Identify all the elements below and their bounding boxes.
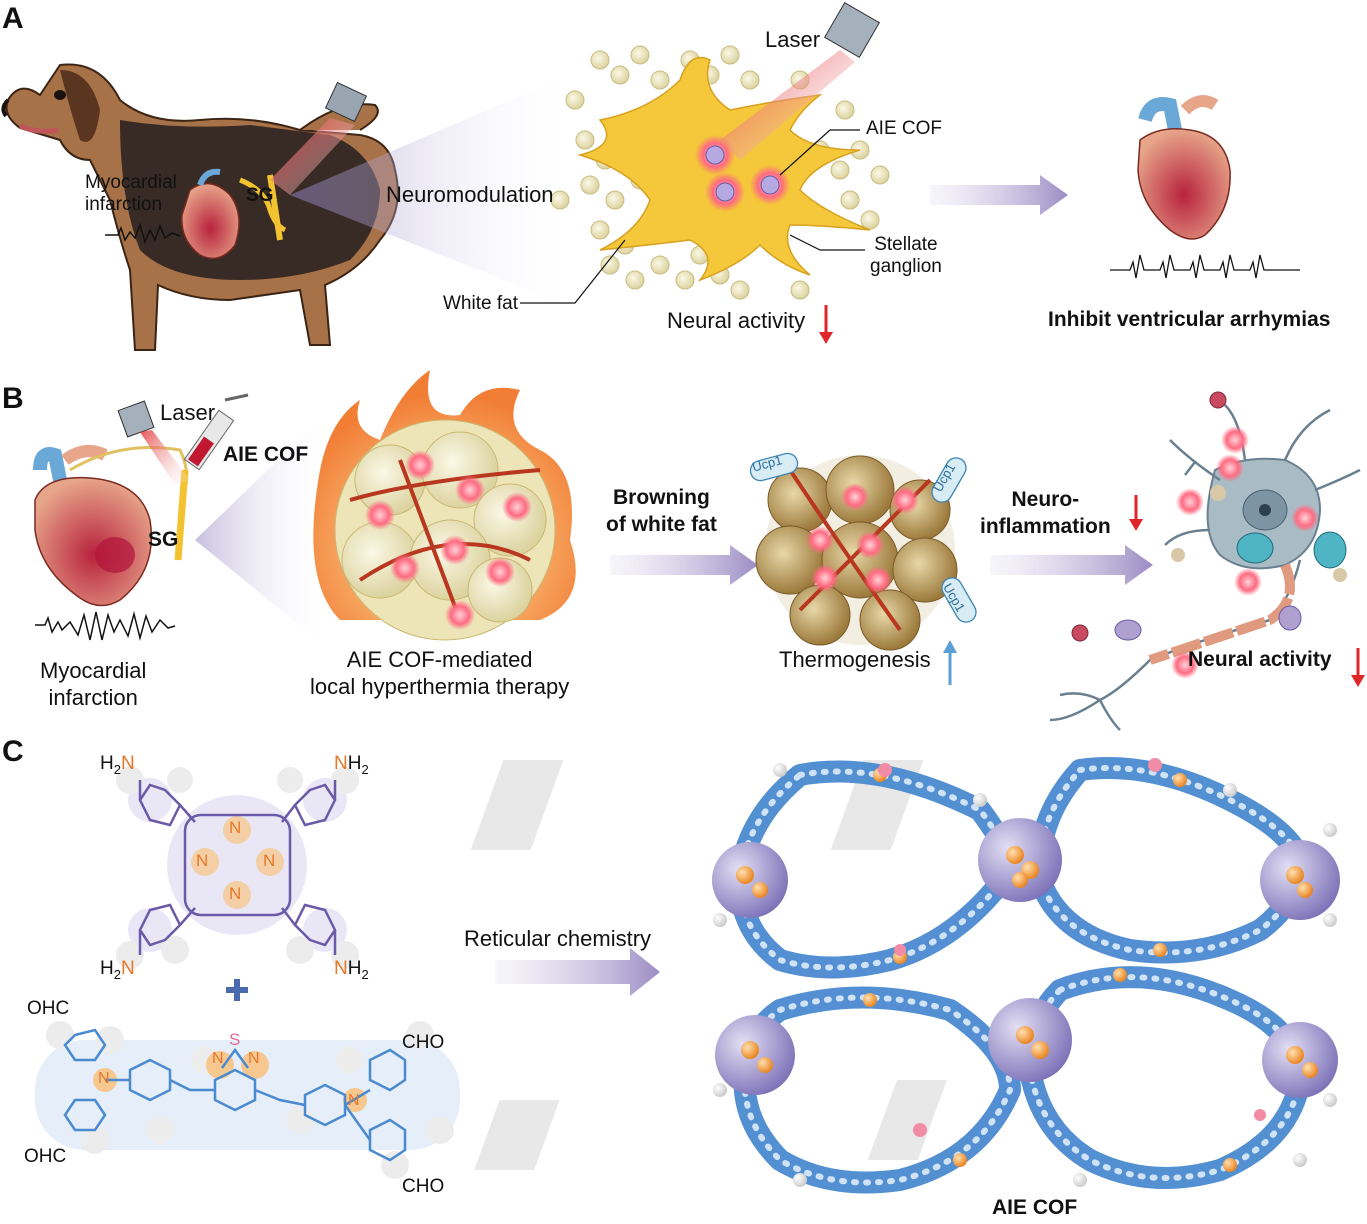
hyperthermia-cluster [313, 370, 576, 641]
label-porphyrin-n-left: N [196, 851, 209, 870]
label-tpa-n-left: N [98, 1070, 110, 1087]
normal-ecg [1110, 254, 1300, 279]
label-myocardial-infarction-b: Myocardial infarction [40, 658, 147, 710]
leader-lines-a [520, 129, 865, 304]
ganglion-b [174, 469, 189, 561]
label-aie-cof-b: AIE COF [223, 443, 309, 466]
label-btd-n-right: N [248, 1050, 260, 1067]
label-neuromodulation: Neuromodulation [386, 182, 554, 207]
porphyrin-monomer [116, 766, 359, 969]
aie-cof-framework [470, 757, 1340, 1194]
label-nh2-bottom-right: NH2 [334, 958, 369, 982]
brown-fat-cluster [749, 452, 977, 651]
label-neuroinflammation: Neuro- inflammation [980, 488, 1111, 538]
syringe [183, 393, 249, 471]
dog-heart [181, 168, 240, 260]
label-porphyrin-n-right: N [263, 851, 276, 870]
label-laser-b: Laser [160, 400, 216, 425]
label-h2n-top-left: H2N [100, 753, 135, 777]
label-btd-n-left: N [212, 1050, 224, 1067]
label-hyperthermia-therapy: AIE COF-mediated local hyperthermia ther… [310, 647, 570, 699]
label-nh2-top-right: NH2 [334, 753, 369, 777]
label-neural-activity-b: Neural activity [1188, 648, 1332, 671]
red-down-arrow-b1 [1129, 495, 1143, 531]
arrow-a-to-heart [930, 175, 1068, 215]
cone-b [195, 410, 330, 650]
label-porphyrin-n-top: N [229, 818, 242, 837]
label-h2n-bottom-left: H2N [100, 958, 135, 982]
label-white-fat: White fat [443, 293, 518, 314]
label-browning: Browning of white fat [606, 486, 717, 536]
heart-b [33, 445, 153, 607]
label-sg-b: SG [148, 528, 179, 551]
label-reticular-chemistry: Reticular chemistry [464, 926, 652, 951]
inflamed-neuron [1049, 391, 1361, 731]
label-myocardial-infarction-a: Myocardial infarction [85, 172, 177, 215]
label-sg-a: SG [246, 185, 274, 206]
laser-device-a [720, 1, 881, 160]
label-thermogenesis: Thermogenesis [779, 647, 931, 672]
arrow-neuroinflammation [990, 545, 1153, 585]
infarct-ecg [35, 611, 176, 641]
dog-laser-device [270, 81, 368, 195]
label-tpa-n-right: N [348, 1092, 360, 1109]
aldehyde-monomer [35, 1021, 460, 1179]
dog-ecg [105, 222, 181, 245]
arrow-browning [610, 545, 758, 585]
reticular-arrow [495, 948, 660, 996]
label-stellate-ganglion: Stellate ganglion [870, 234, 942, 277]
dog-ganglion [267, 174, 283, 241]
label-inhibit-arrhythmias: Inhibit ventricular arrhymias [1048, 308, 1331, 331]
label-porphyrin-n-bottom: N [229, 884, 242, 903]
label-neural-activity-a: Neural activity [667, 308, 806, 333]
panel-letter-a: A [2, 2, 24, 35]
label-aie-cof-c: AIE COF [992, 1196, 1078, 1219]
label-ohc-top: OHC [27, 998, 70, 1019]
plus-sign [226, 979, 248, 1001]
label-ohc-bottom: OHC [24, 1146, 67, 1167]
neuromodulation-cone [290, 70, 580, 310]
laser-device-b [117, 400, 190, 485]
red-down-arrow-a [819, 305, 833, 344]
label-aie-cof-a: AIE COF [866, 118, 943, 139]
label-cho-bottom: CHO [402, 1176, 445, 1197]
healthy-heart [1137, 95, 1231, 240]
red-down-arrow-b2 [1351, 648, 1365, 687]
label-laser-a: Laser [765, 27, 821, 52]
label-btd-s: S [229, 1030, 241, 1049]
label-cho-top: CHO [402, 1032, 445, 1053]
panel-letter-b: B [2, 382, 24, 415]
blue-up-arrow [943, 640, 957, 685]
panel-letter-c: C [2, 735, 24, 768]
